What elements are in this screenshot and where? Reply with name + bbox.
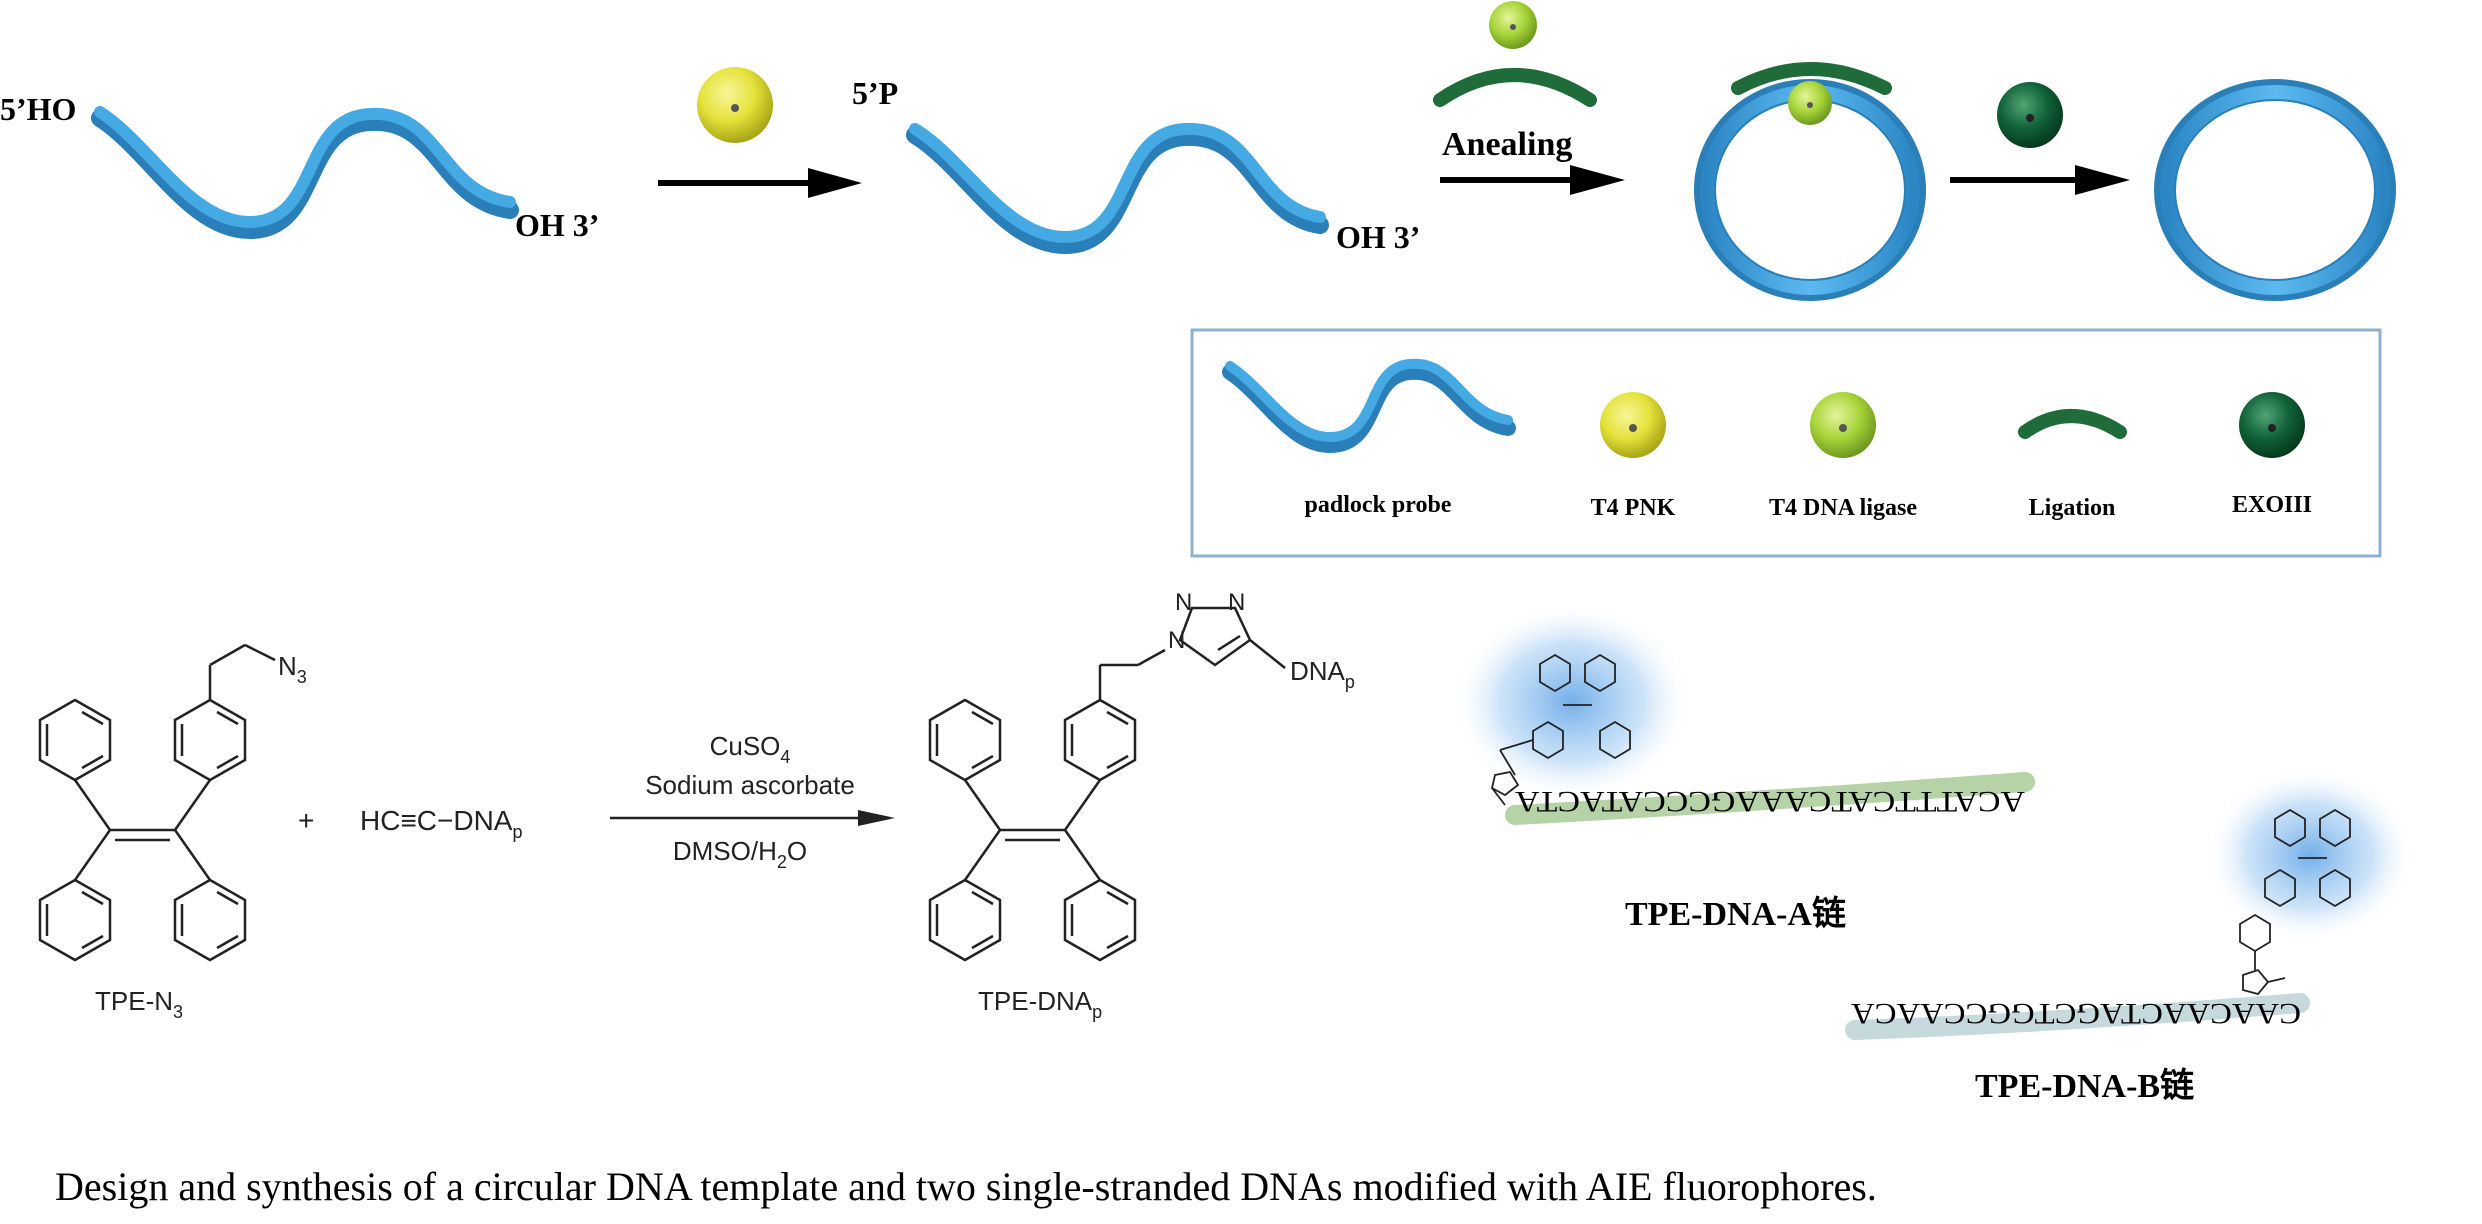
tpe-dnap-structure <box>928 606 1286 962</box>
arrow-2-head <box>1570 165 1625 195</box>
sphere-center-dot <box>2268 424 2276 432</box>
circular-template-with-ligase <box>1694 62 1926 301</box>
padlock-probe-ribbon-1 <box>91 106 519 240</box>
legend-label-exoiii: EXOIII <box>2232 492 2312 518</box>
legend-label-ligation: Ligation <box>2029 495 2116 521</box>
strand-a-band <box>1505 772 2035 825</box>
padlock-probe-ribbon-2 <box>906 122 1329 255</box>
arrow-3-head <box>2075 165 2130 195</box>
alkyne-dna: HC≡C−DNAp <box>360 805 522 842</box>
reaction-arrow-head <box>858 810 895 826</box>
ligation-arc-icon <box>1433 68 1597 107</box>
tpe-n3-structure <box>38 643 276 962</box>
legend-label-t4-pnk: T4 PNK <box>1591 495 1676 521</box>
strand-a-sequence: ACATTTCATCAAAGCCCATACTA <box>1515 785 2025 818</box>
reagent-cuso4: CuSO4 <box>710 731 791 767</box>
triazole-n1: N <box>1168 627 1185 654</box>
sphere-center-dot <box>731 104 739 112</box>
strand-b-label: TPE-DNA-B链 <box>1975 1067 2194 1105</box>
label-oh3-b: OH 3’ <box>1336 219 1420 255</box>
triazole-n3: N <box>1228 589 1245 616</box>
arrow-1-head <box>808 168 862 198</box>
strand-b-band <box>1845 993 2310 1040</box>
product-name: TPE-DNAp <box>978 986 1102 1022</box>
label-5ho: 5’HO <box>0 91 76 127</box>
circular-template-final <box>2154 79 2396 301</box>
strand-b-sequence: CAACAACTAGCTGGCCAACA <box>1851 997 2301 1030</box>
sphere-center-dot <box>1839 424 1847 432</box>
sphere-center-dot <box>1629 424 1637 432</box>
reaction-scheme: N3 TPE-N3 + HC≡C−DNAp CuSO4 Sodium ascor… <box>38 589 1355 1022</box>
label-annealing: Anealing <box>1442 126 1572 163</box>
sphere-center-dot <box>1510 24 1516 30</box>
triazole-n2: N <box>1175 589 1192 616</box>
legend-padlock-probe-icon <box>1222 358 1516 454</box>
tpe-molecule-b-icon <box>2239 808 2351 996</box>
plus-sign: + <box>298 805 314 836</box>
n3-label: N3 <box>278 651 307 687</box>
sphere-center-dot <box>2026 114 2034 122</box>
reagent-ascorbate: Sodium ascorbate <box>645 770 855 800</box>
reactant-1-name: TPE-N3 <box>95 986 183 1022</box>
solvent-label: DMSO/H2O <box>673 836 807 872</box>
figure-caption: Design and synthesis of a circular DNA t… <box>55 1164 1877 1209</box>
legend-ligation-icon <box>2018 409 2127 439</box>
tpe-molecule-a-icon <box>1490 653 1631 806</box>
aie-glow-a <box>1452 602 1692 802</box>
strand-a-group: ACATTTCATCAAAGCCCATACTA TPE-DNA-A链 <box>1452 602 2035 933</box>
top-scheme: 5’HO OH 3’ 5’P OH 3’ Anealing <box>0 1 2396 301</box>
legend-box: padlock probe T4 PNK T4 DNA ligase Ligat… <box>1190 328 2382 558</box>
strand-a-label: TPE-DNA-A链 <box>1625 895 1846 933</box>
label-oh3-a: OH 3’ <box>515 207 599 243</box>
legend-label-t4-dna-ligase: T4 DNA ligase <box>1769 495 1917 521</box>
aie-glow-b <box>2205 767 2415 943</box>
product-dna-label: DNAp <box>1290 656 1355 692</box>
legend-label-padlock-probe: padlock probe <box>1305 492 1452 518</box>
strand-b-group: CAACAACTAGCTGGCCAACA TPE-DNA-B链 <box>1845 767 2415 1105</box>
label-5p: 5’P <box>852 75 898 111</box>
